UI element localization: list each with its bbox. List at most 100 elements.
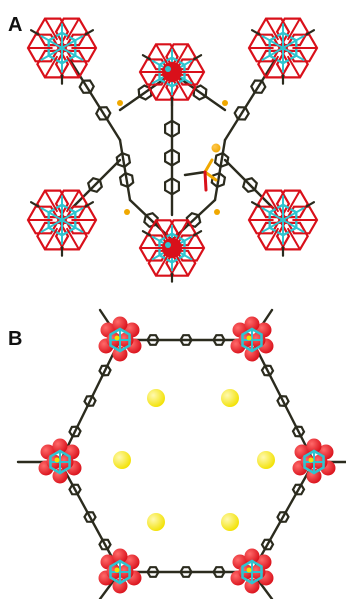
metal-atom xyxy=(165,66,171,72)
oxygen-ring xyxy=(36,17,70,47)
oxygen-ring xyxy=(54,221,88,251)
oxygen-ring xyxy=(275,221,309,251)
panel-b: B xyxy=(0,300,346,599)
oxygen-ring xyxy=(36,221,70,251)
linker-backbone xyxy=(58,338,122,464)
phenyl-ring xyxy=(98,538,112,551)
metal-bond xyxy=(40,219,63,233)
oxygen-bond xyxy=(203,170,208,192)
oxygen-bond xyxy=(265,55,279,77)
organic-linker xyxy=(118,334,254,346)
oxygen-atom xyxy=(112,548,128,564)
counter-ion-sphere xyxy=(221,513,239,531)
metal-oxo-cluster xyxy=(230,316,274,362)
oxygen-bond xyxy=(155,44,169,65)
organic-linker xyxy=(250,338,316,464)
metal-oxo-cluster xyxy=(38,438,82,484)
metal-bond xyxy=(61,219,84,233)
phenyl-ring xyxy=(185,211,202,229)
metal-bond xyxy=(282,207,305,221)
oxygen-ring xyxy=(36,49,70,79)
oxygen-ring xyxy=(64,205,98,235)
oxygen-bond xyxy=(66,191,80,213)
metal-oxo-cluster xyxy=(98,316,142,362)
metal-bond xyxy=(282,47,305,61)
organic-linker xyxy=(68,58,122,142)
oxygen-ring xyxy=(26,33,60,63)
oxygen-ring xyxy=(54,189,88,219)
oxygen-atom xyxy=(244,316,260,332)
oxygen-atom xyxy=(162,238,182,258)
linker-backbone xyxy=(68,58,122,142)
carbon-bond xyxy=(193,230,203,237)
oxygen-ring xyxy=(257,221,291,251)
phenyl-ring xyxy=(146,334,160,346)
phenyl-ring xyxy=(137,84,153,101)
oxygen-bond xyxy=(287,55,301,77)
metal-atom xyxy=(165,242,171,248)
oxygen-atom xyxy=(52,438,68,454)
oxygen-ring xyxy=(285,205,319,235)
phenyl-ring xyxy=(212,566,226,578)
phenyl-ring xyxy=(291,483,306,496)
carbon-bond xyxy=(193,54,203,61)
linker-backbone xyxy=(170,198,217,242)
metal-bond xyxy=(261,47,284,61)
phenyl-ring xyxy=(86,176,104,194)
carbon-bond xyxy=(84,29,95,36)
oxygen-ring xyxy=(26,205,60,235)
sulfur-atom xyxy=(222,100,228,106)
metal-oxo-cluster xyxy=(138,219,206,283)
organic-linker xyxy=(68,158,122,212)
linker-backbone xyxy=(68,158,122,212)
counter-ion-sphere xyxy=(221,389,239,407)
metal-bond xyxy=(261,219,284,233)
organic-linker xyxy=(118,566,254,578)
organic-linker xyxy=(115,138,135,202)
oxygen-bond xyxy=(265,19,279,41)
phenyl-ring xyxy=(192,84,208,101)
oxygen-atom xyxy=(244,548,260,564)
metal-bond xyxy=(61,207,84,221)
sulfur-bond xyxy=(203,158,214,174)
phenyl-ring xyxy=(164,148,180,167)
phenyl-ring xyxy=(276,394,290,408)
oxygen-bond xyxy=(287,227,301,249)
metal-bond xyxy=(61,47,84,61)
phenyl-ring xyxy=(98,364,112,377)
oxygen-ring xyxy=(275,189,309,219)
oxygen-bond xyxy=(175,255,189,276)
carbon-bond xyxy=(29,29,40,36)
oxygen-ring xyxy=(64,33,98,63)
sulfur-atom xyxy=(114,567,120,573)
metal-oxo-cluster xyxy=(26,17,98,85)
counter-ion-sphere xyxy=(147,513,165,531)
phenyl-ring xyxy=(260,538,275,551)
oxygen-bond xyxy=(44,55,58,77)
metal-oxo-cluster xyxy=(98,548,142,594)
linker-backbone xyxy=(223,58,277,142)
oxygen-bond xyxy=(175,220,189,241)
oxygen-ring xyxy=(257,189,291,219)
phenyl-ring xyxy=(83,511,97,523)
oxygen-atom xyxy=(306,438,322,454)
organic-linker xyxy=(58,460,122,574)
sulfur-atom xyxy=(117,100,123,106)
oxygen-bond xyxy=(44,191,58,213)
linker-backbone xyxy=(250,460,316,574)
panel-a: A xyxy=(8,14,319,283)
carbon-bond xyxy=(250,29,261,36)
oxygen-bond xyxy=(287,19,301,41)
oxygen-ring xyxy=(247,33,281,63)
oxygen-ring xyxy=(257,17,291,47)
organic-linker xyxy=(170,198,217,242)
oxygen-bond xyxy=(155,79,169,100)
linker-backbone xyxy=(58,460,122,574)
oxygen-bond xyxy=(155,255,169,276)
sulfur-atom xyxy=(308,457,314,463)
phenyl-ring xyxy=(276,511,290,523)
counter-ion-sphere xyxy=(113,451,131,469)
oxygen-ring xyxy=(36,189,70,219)
metal-bond xyxy=(282,35,305,49)
oxygen-bond xyxy=(175,79,189,100)
